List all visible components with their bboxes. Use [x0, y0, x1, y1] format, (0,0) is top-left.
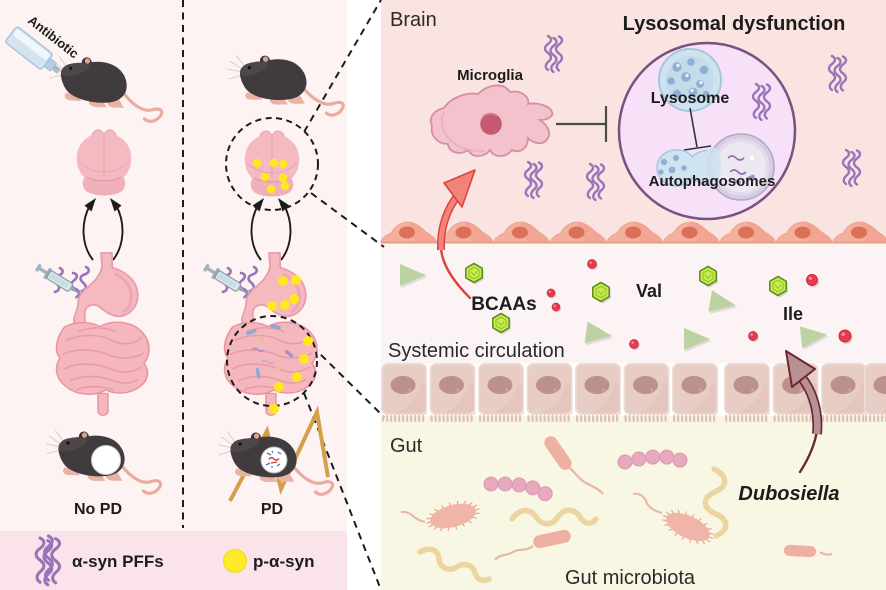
svg-text:Autophagosomes: Autophagosomes — [649, 173, 776, 190]
svg-text:Lysosomal dysfunction: Lysosomal dysfunction — [623, 13, 846, 35]
svg-text:p-α-syn: p-α-syn — [253, 552, 314, 571]
svg-text:Gut: Gut — [390, 435, 423, 457]
svg-text:Gut microbiota: Gut microbiota — [565, 567, 696, 589]
svg-text:No PD: No PD — [74, 501, 122, 518]
svg-text:Microglia: Microglia — [457, 67, 524, 84]
svg-text:PD: PD — [261, 501, 283, 518]
svg-text:Dubosiella: Dubosiella — [738, 483, 839, 505]
svg-text:BCAAs: BCAAs — [471, 294, 536, 315]
svg-text:Lysosome: Lysosome — [651, 90, 730, 107]
svg-text:Val: Val — [636, 281, 662, 301]
svg-text:α-syn PFFs: α-syn PFFs — [72, 552, 164, 571]
svg-text:Brain: Brain — [390, 9, 437, 31]
svg-text:Ile: Ile — [783, 304, 803, 324]
svg-text:Systemic circulation: Systemic circulation — [388, 340, 565, 362]
